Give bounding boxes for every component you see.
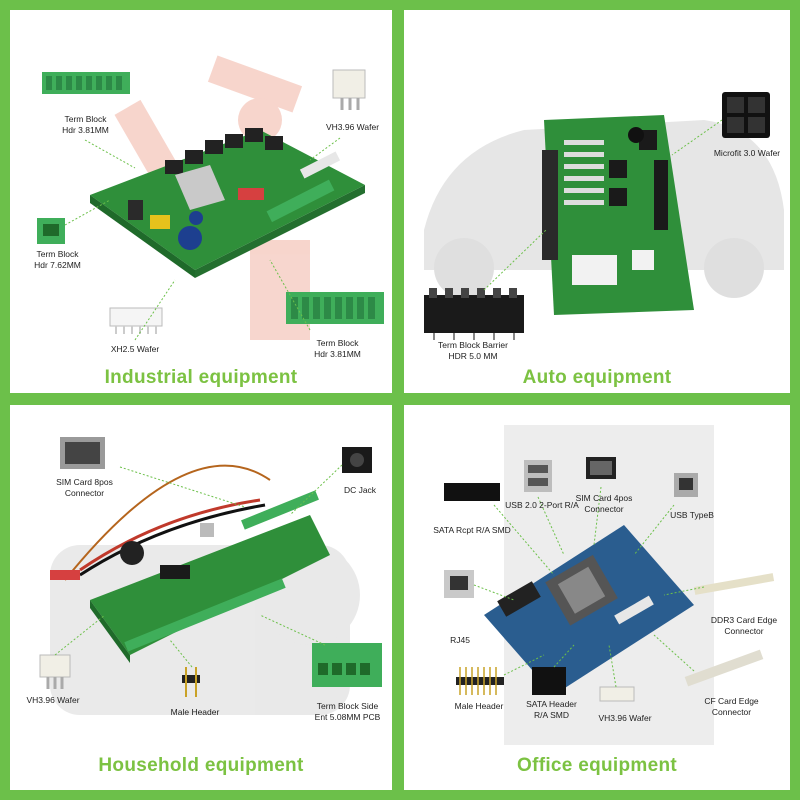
- sata-header-image: [532, 667, 566, 695]
- label-dc-jack: DC Jack: [343, 485, 377, 495]
- sim-card-4pos-image: [586, 457, 616, 479]
- male-header-image: [182, 667, 200, 697]
- vh396-wafer-household-image: [39, 654, 71, 689]
- label-male-header-office: Male Header: [454, 701, 504, 711]
- caption-industrial: Industrial equipment: [104, 367, 298, 388]
- sata-rcpt-image: [444, 483, 500, 501]
- male-header-office-image: [456, 667, 504, 695]
- industrial-pcb: [90, 130, 365, 270]
- label-rj45: RJ45: [450, 635, 470, 645]
- cf-card-edge-image: [684, 649, 764, 687]
- panel-office: SATA Rcpt R/A SMD USB 2.0 2-Port R/A SIM…: [404, 405, 790, 790]
- rj45-image: [444, 570, 474, 598]
- usb-2port-image: [524, 460, 552, 492]
- term-block-barrier-image: [424, 288, 524, 340]
- label-xh25-wafer: XH2.5 Wafer: [110, 344, 160, 354]
- household-pcb: [90, 515, 330, 655]
- dc-jack-image: [342, 447, 372, 473]
- term-block-side-image: [312, 643, 382, 687]
- caption-household: Household equipment: [98, 755, 304, 776]
- vh396-wafer-office-image: [599, 686, 635, 702]
- office-illustration: [444, 425, 775, 745]
- label-usb-2port: USB 2.0 2-Port R/A: [505, 500, 579, 510]
- vh396-wafer-image: [332, 69, 366, 110]
- term-block-3-81-bottom-image: [286, 292, 384, 324]
- label-male-header: Male Header: [170, 707, 220, 717]
- caption-office: Office equipment: [517, 755, 677, 776]
- label-vh396-wafer: VH3.96 Wafer: [325, 122, 380, 132]
- label-vh396-wafer-household: VH3.96 Wafer: [26, 695, 80, 705]
- xh25-wafer-image: [109, 307, 163, 334]
- label-usb-typeb: USB TypeB: [670, 510, 714, 520]
- usb-typeb-image: [674, 473, 698, 497]
- sim-card-8pos-image: [60, 437, 105, 469]
- term-block-7-62-image: [37, 218, 65, 244]
- label-sata-rcpt: SATA Rcpt R/A SMD: [433, 525, 511, 535]
- label-vh396-wafer-office: VH3.96 Wafer: [598, 713, 652, 723]
- industrial-illustration: [37, 55, 384, 341]
- microfit-wafer-image: [722, 92, 770, 138]
- ddr3-edge-image: [693, 573, 775, 595]
- auto-illustration: [424, 92, 784, 340]
- term-block-3-81-top-image: [42, 72, 130, 94]
- label-microfit-wafer: Microfit 3.0 Wafer: [713, 148, 781, 158]
- household-illustration: [39, 437, 382, 715]
- caption-auto: Auto equipment: [522, 367, 672, 388]
